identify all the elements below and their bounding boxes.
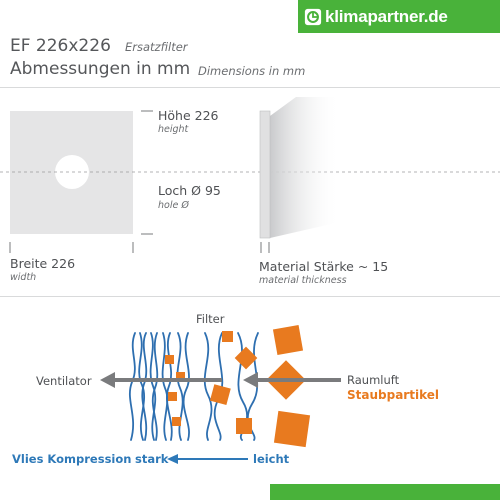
flow-arrow-left-shaft [112, 378, 222, 382]
thickness-label: Material Stärke ~ 15 [259, 259, 389, 274]
fiber-7 [166, 332, 173, 441]
width-sub-label: width [10, 272, 37, 283]
fiber-3 [141, 332, 148, 441]
compression-arrow-head [167, 454, 178, 464]
raumluft-label: Raumluft [347, 373, 400, 387]
logo-text: klimapartner.de [325, 6, 448, 26]
fiber-5 [151, 332, 159, 441]
filter-panel-side [259, 110, 271, 239]
ventilator-label: Ventilator [36, 374, 92, 388]
fiber-13 [246, 332, 259, 441]
page-subtitle: Abmessungen in mm [10, 59, 191, 79]
height-label: Höhe 226 [158, 108, 219, 123]
particle-1 [165, 355, 174, 364]
fiber-2 [138, 332, 146, 441]
fiber-4 [149, 332, 157, 441]
fiber-1 [128, 332, 136, 441]
staubpartikel-label: Staubpartikel [347, 388, 439, 402]
particle-8 [236, 418, 252, 434]
page-title: EF 226x226 [10, 36, 111, 56]
particle-4 [172, 417, 181, 426]
flow-arrow-right-shaft [255, 378, 341, 382]
thickness-sub-label: material thickness [259, 275, 347, 286]
particle-2 [176, 372, 185, 381]
hole-sub-label: hole Ø [158, 200, 189, 211]
particle-7 [209, 384, 231, 406]
particle-9 [272, 324, 304, 356]
brand-logo: klimapartner.de [298, 0, 500, 33]
flow-arrow-right-head [243, 372, 258, 388]
vlies-kompression-label: Vlies Kompression [12, 452, 132, 466]
fiber-6 [161, 332, 169, 441]
fiber-9 [182, 332, 190, 441]
side-shadow [270, 97, 340, 238]
particle-5 [222, 331, 233, 342]
fiber-10 [203, 332, 213, 441]
section-divider [0, 296, 500, 297]
klimapartner-logo-icon [304, 8, 322, 25]
particle-3 [168, 392, 177, 401]
hole-label: Loch Ø 95 [158, 183, 221, 198]
particle-11 [273, 410, 311, 448]
stark-label: stark [135, 452, 169, 466]
flow-arrow-left-head [100, 372, 115, 388]
header-divider [0, 87, 500, 88]
page-subtitle-sub: Dimensions in mm [198, 64, 306, 78]
bottom-brand-bar [270, 484, 500, 500]
leicht-label: leicht [253, 452, 290, 466]
height-sub-label: height [158, 124, 189, 135]
filter-panel-front [10, 111, 133, 234]
page-title-sub: Ersatzfilter [125, 40, 188, 54]
width-label: Breite 226 [10, 256, 76, 271]
filter-label: Filter [196, 312, 225, 326]
